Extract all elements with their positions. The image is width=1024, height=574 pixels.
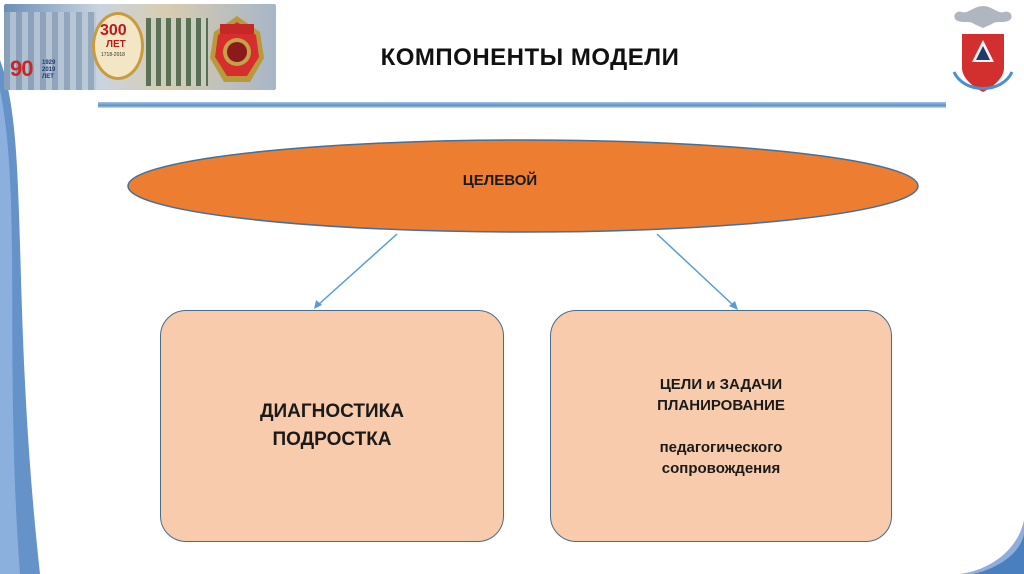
anniversary-wreath: [92, 12, 144, 80]
goals-planning-text: ЦЕЛИ и ЗАДАЧИ ПЛАНИРОВАНИЕ педагогическо…: [657, 374, 785, 479]
page-number: 8: [978, 546, 986, 561]
goals-line-4: сопровождения: [661, 459, 781, 477]
order-badge-icon: [210, 16, 264, 82]
arrow-to-diagnostics: [317, 233, 398, 306]
left-swoosh-decoration: [0, 60, 40, 574]
anniversary-number: 300: [100, 22, 127, 39]
goals-spacer: [657, 416, 785, 437]
anniversary-years: 1718-2018: [101, 52, 125, 58]
header-banner: 90 1929 2019 ЛЕТ 300 ЛЕТ 1718-2018: [4, 4, 276, 90]
ninety-years-caption: 1929 2019 ЛЕТ: [42, 60, 55, 81]
page-title: КОМПОНЕНТЫ МОДЕЛИ: [380, 44, 680, 71]
goals-planning-box: ЦЕЛИ и ЗАДАЧИ ПЛАНИРОВАНИЕ педагогическо…: [550, 310, 892, 542]
anniversary-word: ЛЕТ: [106, 39, 126, 50]
honor-guard-photo: [146, 18, 208, 86]
target-component-ellipse: [127, 139, 919, 233]
arrow-to-goals: [656, 233, 734, 306]
diagnostics-line-1: ДИАГНОСТИКА: [259, 401, 404, 422]
corner-decoration: [960, 520, 1024, 574]
diagnostics-text: ДИАГНОСТИКА ПОДРОСТКА: [260, 398, 404, 454]
goals-line-2: ПЛАНИРОВАНИЕ: [657, 396, 785, 414]
goals-line-3: педагогического: [659, 438, 783, 456]
building-photo: [4, 12, 96, 90]
diagnostics-line-2: ПОДРОСТКА: [272, 429, 392, 450]
arrowhead-right: [729, 301, 738, 310]
ninety-years-text: 1929 2019 ЛЕТ: [42, 60, 56, 80]
target-component-label: ЦЕЛЕВОЙ: [462, 172, 538, 189]
diagnostics-box: ДИАГНОСТИКА ПОДРОСТКА: [160, 310, 504, 542]
title-divider: [98, 102, 946, 108]
ninety-years-mark: 90: [10, 56, 34, 81]
police-emblem-icon: [952, 6, 1014, 92]
arrowhead-left: [314, 300, 322, 309]
goals-line-1: ЦЕЛИ и ЗАДАЧИ: [659, 375, 783, 393]
